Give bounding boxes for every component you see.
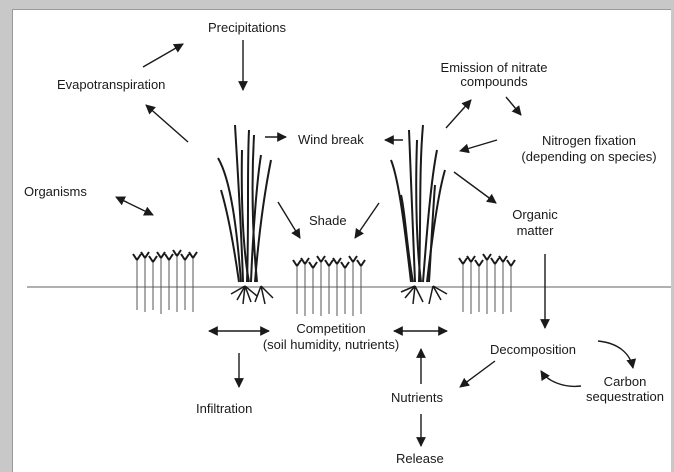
- label-organisms: Organisms: [24, 184, 87, 199]
- arrow-decomp-to-carbon: [598, 341, 633, 368]
- label-emission-line1: Emission of nitrate: [441, 60, 548, 75]
- label-competition-line1: Competition: [296, 321, 365, 336]
- tall-grass-right-icon: [391, 125, 447, 304]
- label-competition-line2: (soil humidity, nutrients): [263, 337, 399, 352]
- label-emission-line2: compounds: [460, 74, 527, 89]
- label-organic-line1: Organic: [512, 207, 558, 222]
- label-shade: Shade: [309, 213, 347, 228]
- label-wind-break: Wind break: [298, 132, 364, 147]
- tall-grass-left-icon: [218, 125, 273, 304]
- arrow-nitrogen-to-grass: [460, 140, 497, 151]
- label-nutrients: Nutrients: [391, 390, 443, 405]
- label-carbon-line1: Carbon: [604, 374, 647, 389]
- label-carbon-line2: sequestration: [586, 389, 664, 404]
- arrow-to-precipitations: [143, 44, 183, 67]
- arrow-organisms: [116, 197, 153, 215]
- seedlings-right-icon: [459, 254, 515, 314]
- arrow-to-emission: [446, 100, 471, 128]
- arrow-grass-to-shade: [278, 202, 300, 238]
- label-organic-line2: matter: [517, 223, 554, 238]
- label-evapotranspiration: Evapotranspiration: [57, 77, 165, 92]
- arrow-grass2-to-shade: [355, 203, 379, 238]
- seedlings-left-icon: [133, 250, 197, 314]
- label-nitrogen-line2: (depending on species): [521, 149, 656, 164]
- arrow-grass-to-organic: [454, 172, 496, 203]
- label-infiltration: Infiltration: [196, 401, 252, 416]
- label-release: Release: [396, 451, 444, 466]
- label-decomposition: Decomposition: [490, 342, 576, 357]
- arrow-emission-to-nitrogen: [506, 97, 521, 115]
- arrow-carbon-to-decomp: [541, 371, 581, 386]
- diagram-canvas: Precipitations Evapotranspiration Emissi…: [12, 9, 671, 472]
- arrow-to-evapotranspiration: [146, 105, 188, 142]
- label-precipitations: Precipitations: [208, 20, 286, 35]
- arrow-decomp-to-nutrients: [460, 361, 495, 387]
- label-nitrogen-line1: Nitrogen fixation: [542, 133, 636, 148]
